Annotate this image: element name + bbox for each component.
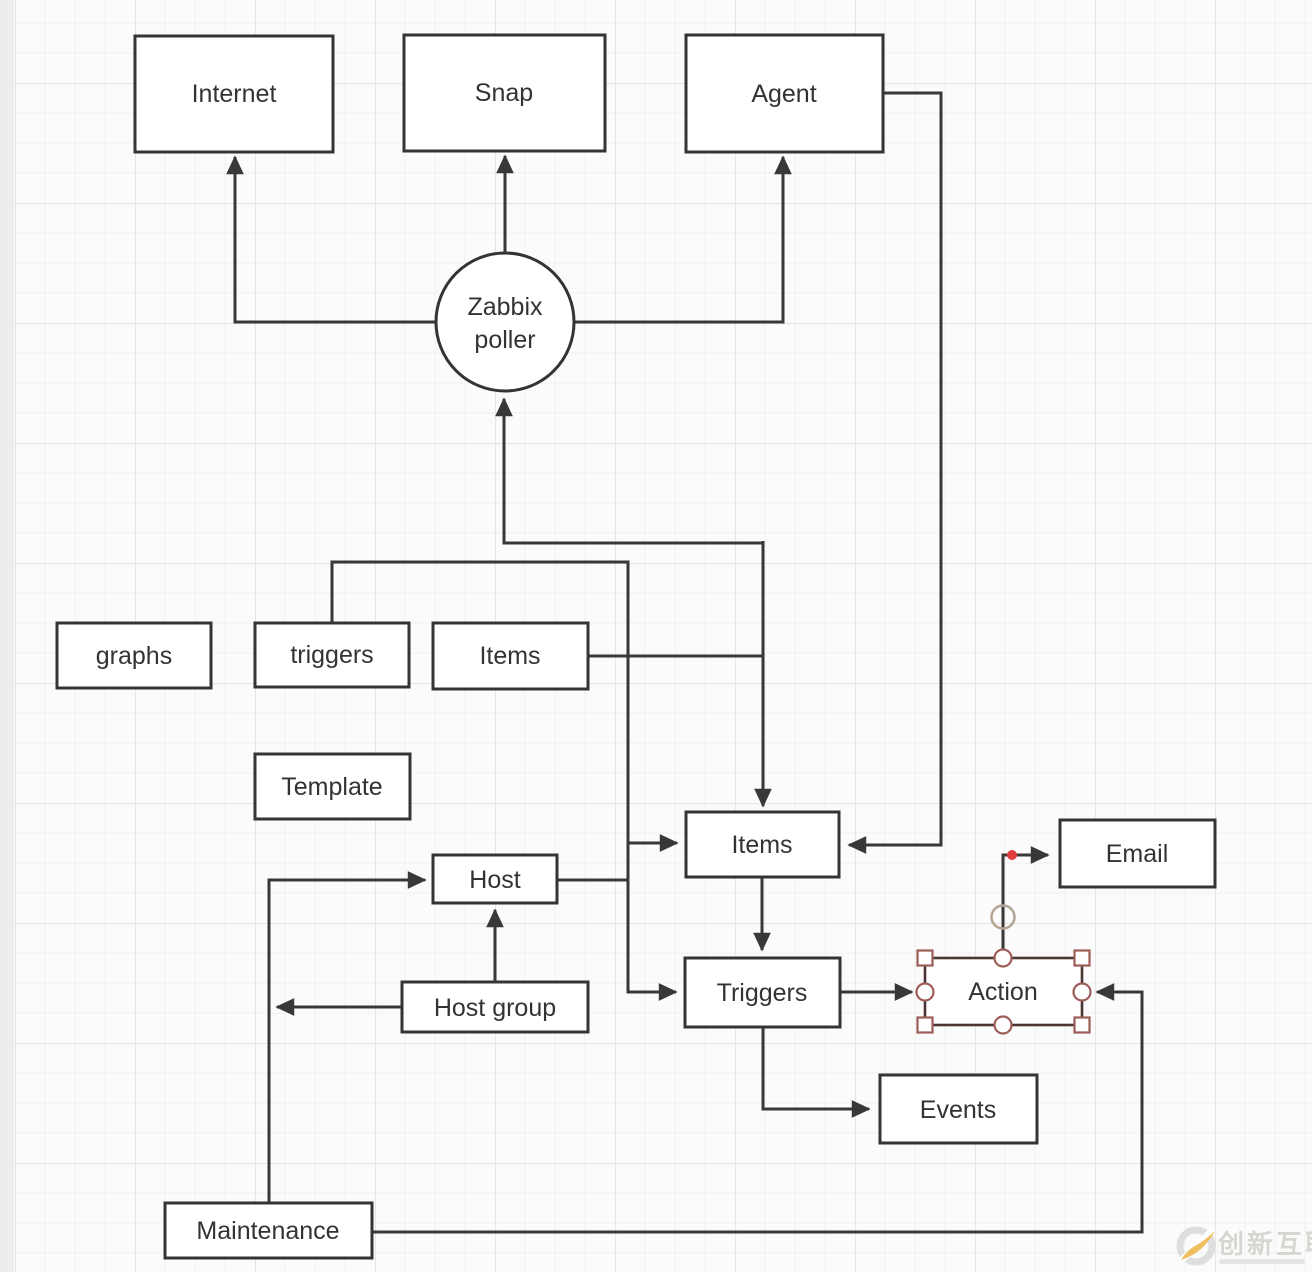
node-email[interactable]: Email <box>1058 818 1217 889</box>
node-agent-label: Agent <box>751 80 816 108</box>
edge-maintenance-host[interactable] <box>267 871 427 1203</box>
watermark-logo-circle <box>1176 1226 1216 1266</box>
node-action-label: Action <box>968 978 1037 1006</box>
node-events[interactable]: Events <box>878 1073 1039 1145</box>
node-items-template-rect[interactable] <box>431 621 590 691</box>
edges-layer <box>226 91 1144 1234</box>
node-agent-rect[interactable] <box>684 33 885 154</box>
node-zabbix-poller-circle[interactable] <box>434 251 576 393</box>
node-host-group-label: Host group <box>434 994 556 1022</box>
node-snap[interactable]: Snap <box>402 33 607 153</box>
node-triggers-rect[interactable] <box>683 956 842 1029</box>
node-triggers-template-label: triggers <box>290 641 373 669</box>
node-graphs[interactable]: graphs <box>55 621 213 690</box>
node-template[interactable]: Template <box>253 752 412 821</box>
watermark-text: 创新互联 <box>1217 1229 1312 1259</box>
node-maintenance-rect[interactable] <box>163 1201 374 1260</box>
node-host-group-rect[interactable] <box>400 980 590 1034</box>
edge-action-email[interactable] <box>1001 846 1050 956</box>
edge-agent-items[interactable] <box>847 91 943 854</box>
node-internet[interactable]: Internet <box>133 34 335 154</box>
node-action[interactable]: Action <box>915 850 1092 1035</box>
resize-handle-top-right[interactable] <box>1073 949 1091 967</box>
node-triggers-template[interactable]: triggers <box>253 621 411 689</box>
node-host[interactable]: Host <box>431 853 559 905</box>
node-zabbix-poller[interactable]: Zabbix poller <box>434 251 576 393</box>
watermark: 创新互联 <box>1176 1226 1312 1266</box>
canvas-left-edge <box>0 0 14 1272</box>
node-email-rect[interactable] <box>1058 818 1217 889</box>
node-host-rect[interactable] <box>431 853 559 905</box>
resize-handle-bottom-left[interactable] <box>916 1016 934 1034</box>
node-graphs-rect[interactable] <box>55 621 213 690</box>
node-host-label: Host <box>469 866 520 894</box>
node-template-label: Template <box>281 773 382 801</box>
node-email-label: Email <box>1106 840 1169 868</box>
node-zabbix-poller-label-line1: Zabbix <box>467 293 543 321</box>
edge-poller-internet[interactable] <box>226 155 436 324</box>
node-triggers[interactable]: Triggers <box>683 956 842 1029</box>
node-host-group[interactable]: Host group <box>400 980 590 1034</box>
node-triggers-label: Triggers <box>717 979 808 1007</box>
node-snap-rect[interactable] <box>402 33 607 153</box>
watermark-logo-swoosh <box>1181 1231 1215 1260</box>
node-items-template-label: Items <box>479 642 540 670</box>
connect-handle-top[interactable] <box>993 948 1013 968</box>
node-zabbix-poller-label-line2: poller <box>474 326 535 354</box>
connect-handle-right[interactable] <box>1072 982 1092 1002</box>
node-items-rect[interactable] <box>684 810 841 879</box>
resize-handle-top-left[interactable] <box>916 949 934 967</box>
node-internet-rect[interactable] <box>133 34 335 154</box>
watermark-subtext-strip <box>1219 1259 1305 1264</box>
selection-handles <box>915 948 1092 1035</box>
node-items-label: Items <box>731 831 792 859</box>
connect-handle-bottom[interactable] <box>993 1015 1013 1035</box>
edge-poller-agent[interactable] <box>574 155 792 324</box>
node-triggers-template-rect[interactable] <box>253 621 411 689</box>
edge-triggers-events[interactable] <box>761 1027 871 1118</box>
node-snap-label: Snap <box>475 79 533 107</box>
node-graphs-label: graphs <box>96 642 172 670</box>
connection-ring <box>990 904 1016 930</box>
node-maintenance[interactable]: Maintenance <box>163 1201 374 1260</box>
node-agent[interactable]: Agent <box>684 33 885 154</box>
edge-triggerstemplate-triggers[interactable] <box>330 560 678 1001</box>
edge-endpoint-dot[interactable] <box>1007 850 1017 860</box>
node-maintenance-label: Maintenance <box>196 1217 339 1245</box>
node-template-rect[interactable] <box>253 752 412 821</box>
node-events-rect[interactable] <box>878 1073 1039 1145</box>
connect-handle-left[interactable] <box>915 982 935 1002</box>
edge-items-poller[interactable] <box>495 397 763 545</box>
node-internet-label: Internet <box>192 80 277 108</box>
node-items-template[interactable]: Items <box>431 621 590 691</box>
edge-maintenance-action[interactable] <box>372 983 1144 1234</box>
node-items[interactable]: Items <box>684 810 841 879</box>
resize-handle-bottom-right[interactable] <box>1073 1016 1091 1034</box>
node-events-label: Events <box>920 1096 996 1124</box>
